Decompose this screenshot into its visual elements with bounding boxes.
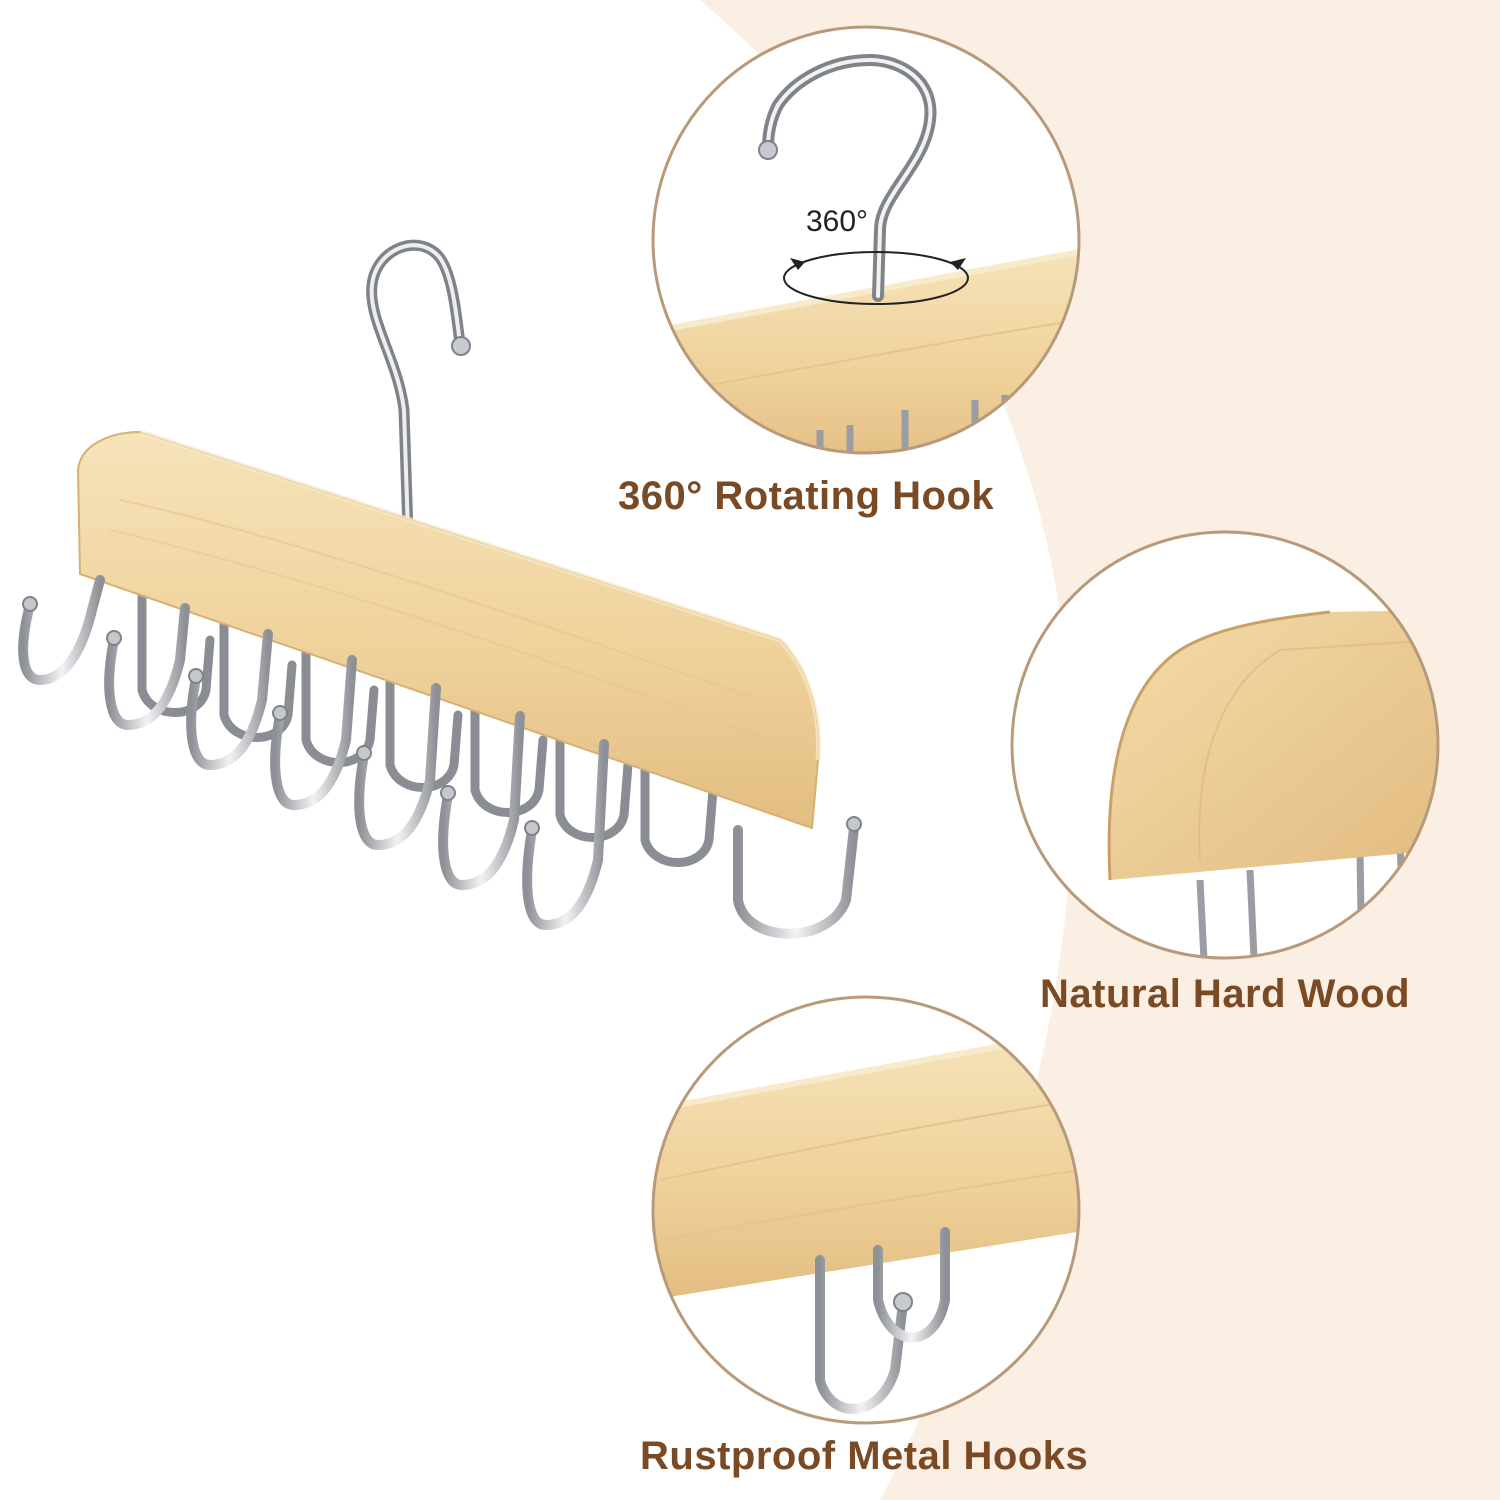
feature-caption-natural-wood: Natural Hard Wood: [1040, 972, 1411, 1016]
front-row-hooks: [18, 575, 859, 939]
feature-caption-metal-hooks: Rustproof Metal Hooks: [640, 1434, 1089, 1478]
main-top-hook: [366, 239, 466, 538]
feature-caption-rotating-hook: 360° Rotating Hook: [618, 474, 995, 518]
detail-circle-metal-hooks: [653, 997, 1079, 1423]
rotation-degree-label: 360°: [806, 205, 869, 238]
main-hanger-illustration: [18, 239, 862, 939]
detail-circle-rotating-hook: [653, 27, 1079, 453]
rotation-arrow-icon: [783, 251, 969, 305]
